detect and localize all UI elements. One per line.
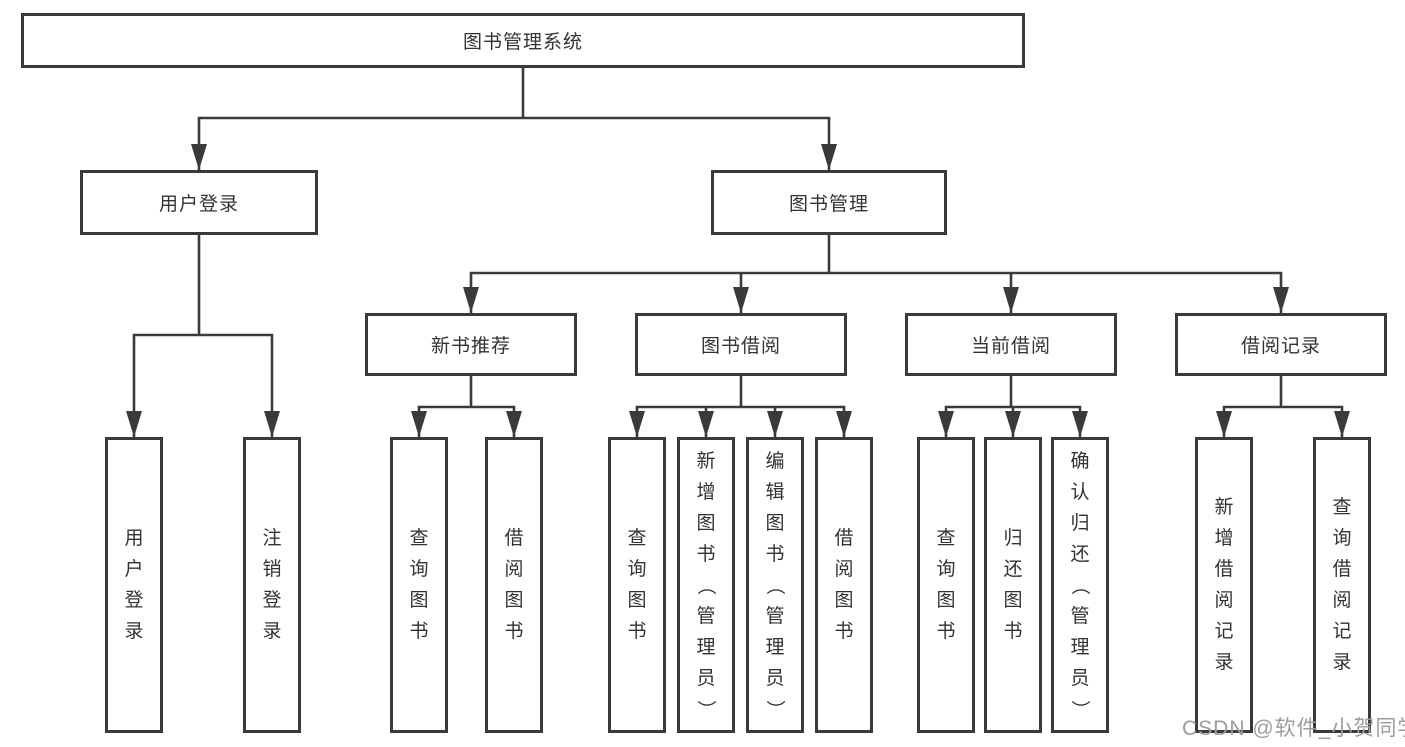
leaf-borrow-books-recommend: 借阅图书 [485,437,543,733]
leaf-add-borrow-record-label: 新增借阅记录 [1214,497,1234,673]
leaf-return-book: 归还图书 [984,437,1042,733]
csdn-watermark: CSDN @软件_小贺同学 [1182,717,1405,740]
node-book-management: 图书管理 [711,170,947,235]
leaf-query-books-borrowing-label: 查询图书 [627,528,647,642]
node-borrowing-records-label: 借阅记录 [1240,336,1321,357]
node-book-borrowing: 图书借阅 [635,313,847,376]
leaf-query-books-recommend: 查询图书 [390,437,448,733]
leaf-query-books-current: 查询图书 [917,437,975,733]
leaf-edit-book-admin-label: 编辑图书（管理员） [764,450,786,719]
leaf-query-books-current-label: 查询图书 [936,528,956,642]
leaf-query-books-recommend-label: 查询图书 [409,528,429,642]
node-user-login: 用户登录 [80,170,318,235]
node-borrowing-records: 借阅记录 [1175,313,1387,376]
leaf-confirm-return-admin-label: 确认归还（管理员） [1069,450,1091,719]
leaf-confirm-return-admin: 确认归还（管理员） [1051,437,1109,733]
leaf-logout: 注销登录 [243,437,301,733]
node-current-borrowing: 当前借阅 [905,313,1117,376]
leaf-borrow-books-borrowing-label: 借阅图书 [834,528,854,642]
leaf-borrow-books-borrowing: 借阅图书 [815,437,873,733]
node-book-management-label: 图书管理 [788,194,869,215]
leaf-query-borrow-record: 查询借阅记录 [1313,437,1371,733]
node-current-borrowing-label: 当前借阅 [970,336,1051,357]
leaf-return-book-label: 归还图书 [1003,528,1023,642]
node-user-login-label: 用户登录 [158,194,239,215]
leaf-borrow-books-recommend-label: 借阅图书 [504,528,524,642]
node-book-borrowing-label: 图书借阅 [700,336,781,357]
leaf-query-books-borrowing: 查询图书 [608,437,666,733]
leaf-add-borrow-record: 新增借阅记录 [1195,437,1253,733]
leaf-logout-label: 注销登录 [262,528,282,642]
arrowheads [126,144,1350,437]
node-new-book-recommend-label: 新书推荐 [430,336,511,357]
leaf-add-book-admin-label: 新增图书（管理员） [695,450,717,719]
node-new-book-recommend: 新书推荐 [365,313,577,376]
node-root-label: 图书管理系统 [462,32,583,53]
node-root: 图书管理系统 [21,13,1025,68]
leaf-user-login: 用户登录 [105,437,163,733]
leaf-user-login-label: 用户登录 [124,528,144,642]
leaf-edit-book-admin: 编辑图书（管理员） [746,437,804,733]
leaf-add-book-admin: 新增图书（管理员） [677,437,735,733]
leaf-query-borrow-record-label: 查询借阅记录 [1332,497,1352,673]
